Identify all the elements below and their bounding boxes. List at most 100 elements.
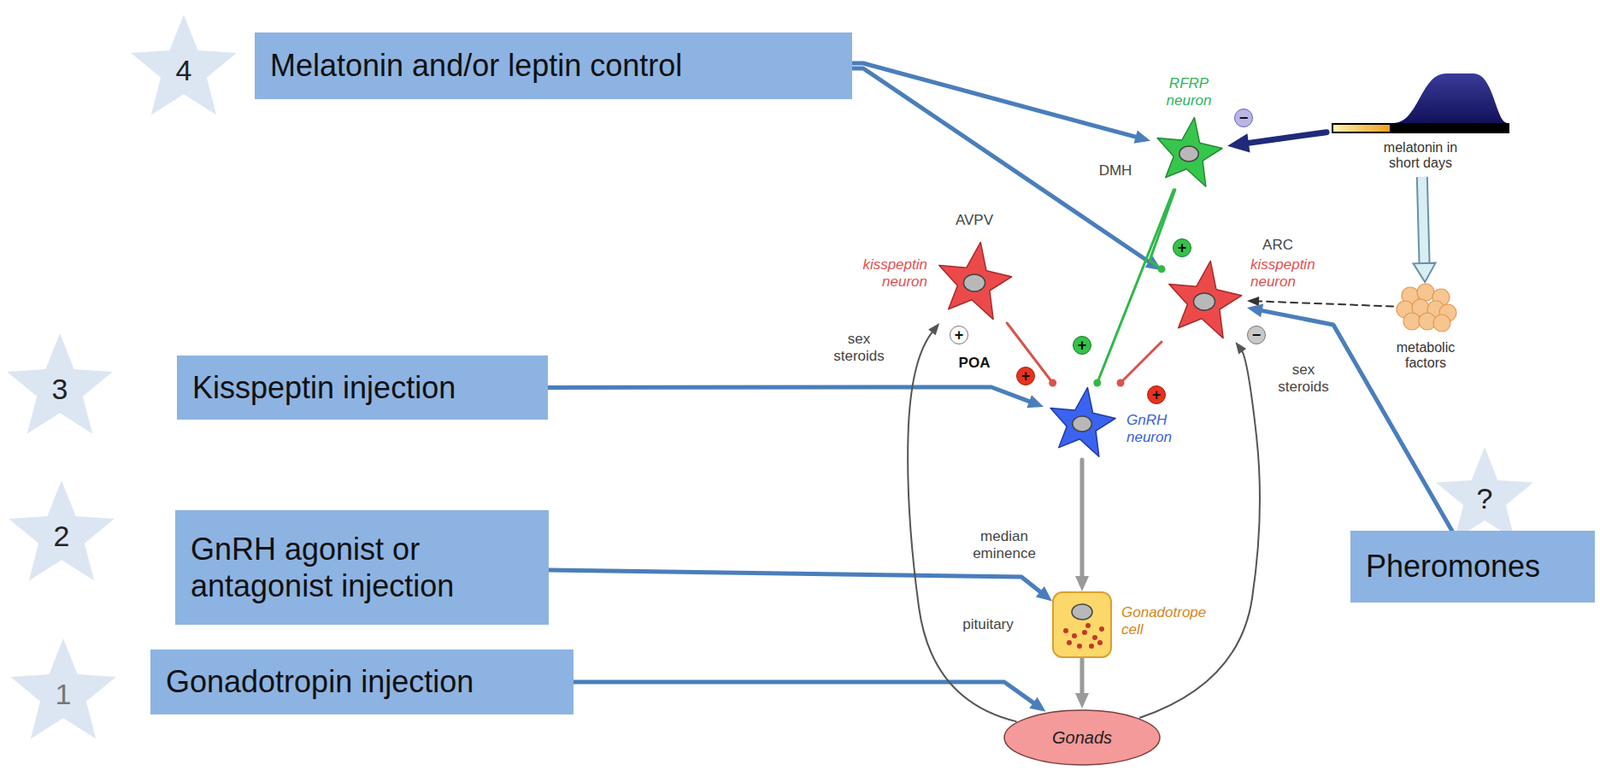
effect-sign: + — [949, 325, 969, 345]
neuron-body — [1169, 261, 1242, 339]
region-label: AVPV — [955, 211, 994, 230]
star-fill — [1435, 447, 1534, 541]
graphic-caption: melatonin in short days — [1369, 140, 1472, 172]
effect-sign: − — [1234, 108, 1253, 128]
connector-line — [852, 68, 1151, 263]
cell-cluster — [1393, 282, 1459, 334]
secretory-granule — [1092, 635, 1098, 641]
axon-terminal — [1158, 264, 1166, 273]
secretory-granule — [1088, 643, 1095, 649]
arrow-head — [1075, 576, 1089, 592]
sign-symbol: − — [1252, 327, 1262, 343]
connector-line — [1140, 350, 1260, 718]
callout-text: Melatonin and/or leptin control — [270, 47, 683, 84]
callout-number: 1 — [55, 670, 72, 712]
neuron-cell: kisspeptin neuron — [1161, 256, 1248, 342]
callout-number: 3 — [52, 365, 69, 406]
connector-line — [573, 682, 1036, 704]
callout-box: Kisspeptin injection — [176, 355, 548, 420]
gonads-organ: Gonads — [1002, 708, 1162, 767]
sign-symbol: + — [1077, 337, 1088, 353]
connector-line — [548, 570, 1042, 593]
arrow-head — [1029, 697, 1046, 712]
connector-line — [1080, 459, 1085, 578]
secretory-granule — [1063, 628, 1069, 634]
day-bar — [1333, 124, 1390, 132]
nucleus — [1194, 293, 1216, 311]
sign-symbol: + — [1021, 368, 1031, 384]
connector-line — [1149, 189, 1176, 270]
axon-terminal — [1048, 379, 1057, 388]
arrow-head — [1413, 263, 1436, 283]
melatonin-profile: melatonin in short days — [1326, 61, 1515, 177]
callout-star: 4 — [128, 11, 240, 123]
neuron-label: RFRP neuron — [1154, 75, 1224, 109]
neuron-shape — [1150, 112, 1228, 190]
callout-box: Pheromones — [1350, 530, 1595, 603]
connector — [1075, 658, 1089, 709]
callout-star: 2 — [5, 476, 118, 589]
connector-line — [1422, 176, 1425, 265]
connector-line — [547, 387, 1031, 402]
connector — [1247, 304, 1453, 531]
region-label: pituitary — [962, 616, 1014, 634]
neuron-label: kisspeptin neuron — [1250, 256, 1336, 290]
star-fill — [10, 638, 117, 740]
effect-sign: + — [1072, 335, 1092, 355]
connector — [1093, 189, 1174, 388]
callout-box: Gonadotropin injection — [150, 649, 574, 715]
callout-box: GnRH agonist or antagonist injection — [175, 510, 549, 625]
connector — [1117, 341, 1163, 388]
fat-cell — [1433, 314, 1451, 332]
connector — [1413, 176, 1436, 283]
star-fill — [8, 480, 115, 582]
neuron-label: kisspeptin neuron — [841, 256, 928, 290]
connector-line — [1257, 300, 1394, 306]
connector-line — [1120, 341, 1162, 383]
arrow-head — [1247, 296, 1259, 306]
sign-symbol: − — [1239, 110, 1249, 126]
sign-symbol: + — [954, 327, 965, 343]
effect-sign: − — [1247, 325, 1266, 345]
cell-label: Gonadotrope cell — [1121, 604, 1216, 638]
nucleus — [1179, 146, 1200, 162]
arrow-head — [1075, 693, 1089, 709]
effect-sign: + — [1016, 366, 1036, 386]
connector-line — [852, 63, 1138, 138]
connector — [1140, 341, 1260, 718]
fat-cell — [1403, 312, 1421, 330]
neuron-body — [1157, 117, 1223, 188]
neuron-label: GnRH neuron — [1126, 411, 1187, 446]
neuron-cell: RFRP neuron — [1150, 112, 1228, 190]
neuron-body — [939, 242, 1012, 320]
arrow-head — [1247, 304, 1264, 318]
graphic-caption: metabolic factors — [1382, 340, 1469, 372]
secretory-granule — [1076, 643, 1083, 649]
callout-text: Pheromones — [1365, 547, 1541, 585]
arrow-head — [1035, 586, 1053, 601]
arrow-head — [928, 323, 940, 336]
connector-line — [1080, 658, 1085, 695]
secretory-granule — [1085, 623, 1091, 629]
connector — [1227, 132, 1327, 153]
region-label: POA — [958, 354, 991, 372]
connector — [1006, 323, 1057, 388]
sign-symbol: + — [1152, 387, 1162, 403]
effect-sign: + — [1172, 238, 1192, 258]
sign-symbol: + — [1177, 240, 1188, 256]
secretory-granule — [1066, 640, 1072, 646]
neuron-cell: GnRH neuron — [1043, 382, 1121, 460]
connector — [852, 63, 1151, 144]
gonadotrope-cell: Gonadotrope cell — [1052, 591, 1112, 659]
nucleus — [1072, 416, 1093, 432]
neuron-shape — [931, 237, 1018, 324]
callout-text: Kisspeptin injection — [192, 369, 456, 406]
connector-outline — [1422, 176, 1425, 265]
callout-star: 3 — [4, 329, 116, 442]
neuron-cell: kisspeptin neuron — [931, 237, 1018, 324]
axon-terminal — [1093, 379, 1101, 388]
nucleus — [1071, 604, 1093, 620]
callout-number: 2 — [53, 512, 71, 553]
organ-label: Gonads — [1052, 728, 1112, 748]
